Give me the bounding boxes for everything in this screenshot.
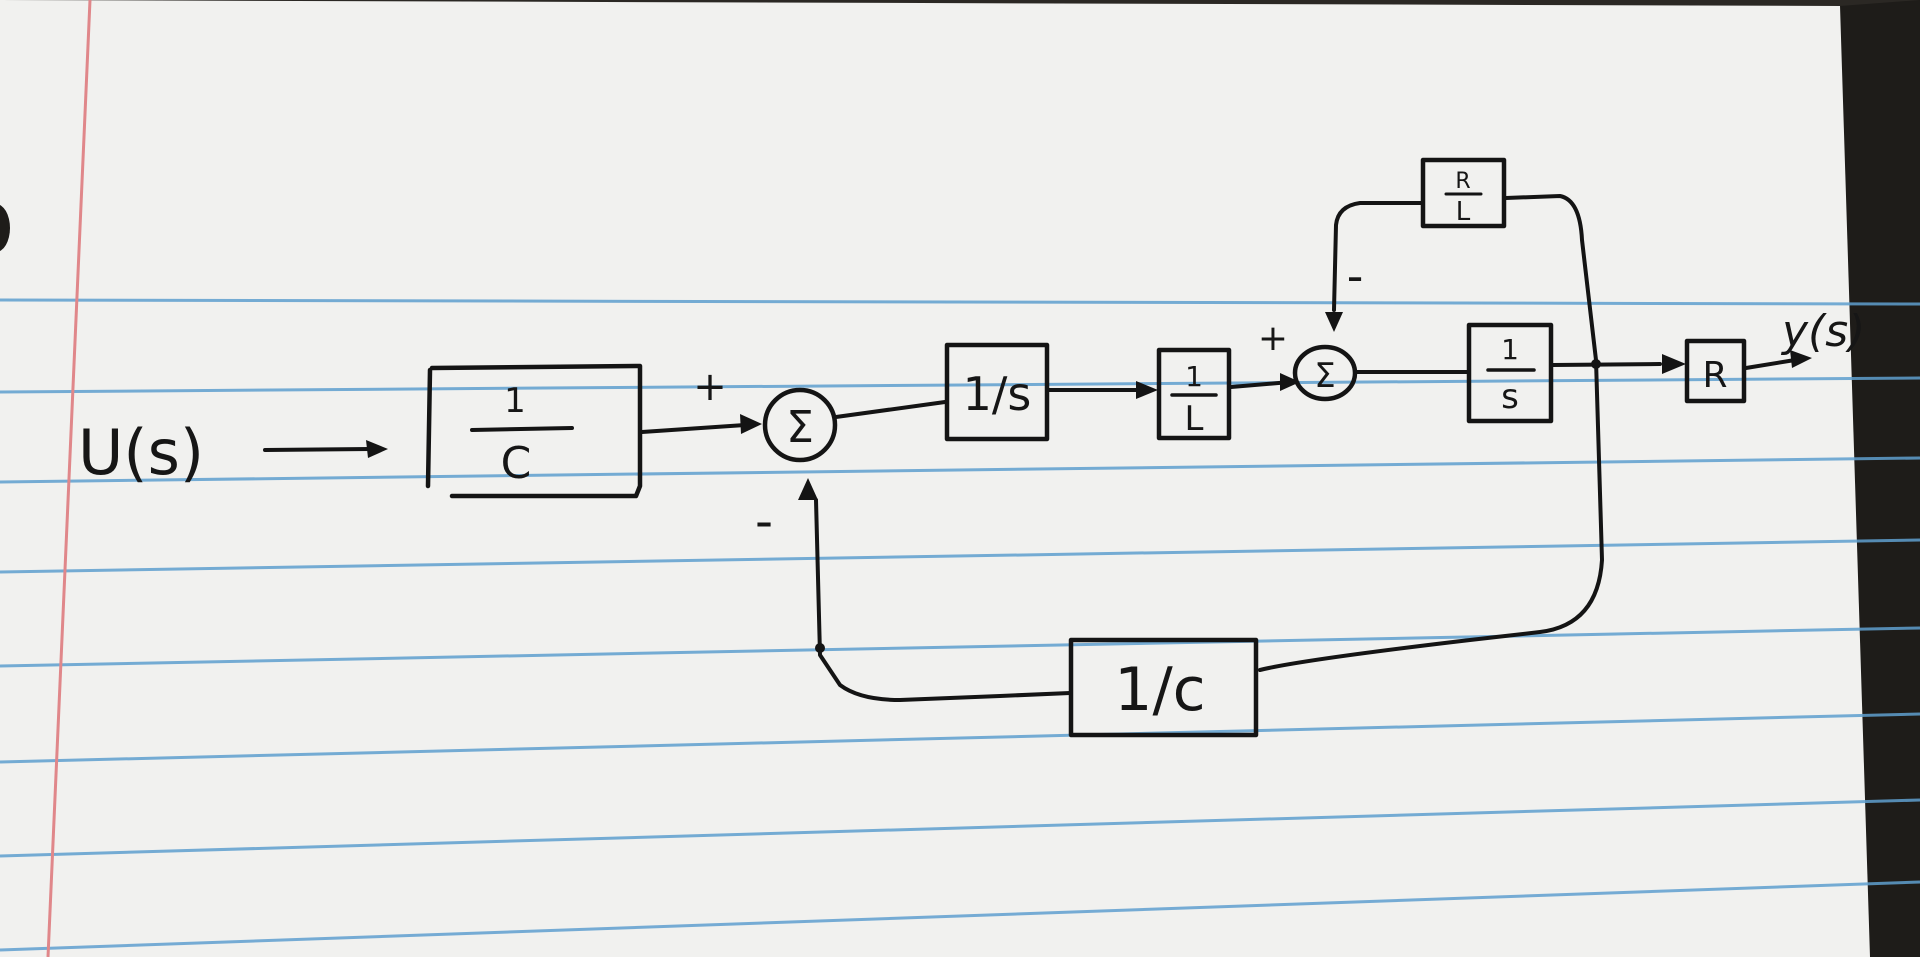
integrator-1-label: 1/s	[963, 367, 1032, 421]
block-output-gain	[1684, 338, 1747, 404]
sum-junction-1	[762, 387, 838, 463]
inductor-gain-denominator: L	[1185, 399, 1204, 439]
wire-gain-to-sum1	[640, 423, 747, 434]
feedback-c-label: 1/c	[1114, 655, 1205, 725]
inductor-gain-numerator: 1	[1185, 360, 1203, 393]
margin-line	[46, 0, 92, 957]
wire-rl-to-sum2	[1332, 201, 1424, 312]
arrow-output	[1790, 350, 1812, 368]
input-gain-numerator: 1	[504, 381, 526, 421]
sum-junction-1-symbol: Σ	[786, 402, 814, 453]
pickoff-node-output	[1591, 359, 1601, 369]
punch-hole	[0, 205, 10, 251]
sum-junction-1-minus-sign: -	[755, 492, 773, 550]
arrow-into-input-gain	[366, 440, 388, 458]
paper-shadow	[1840, 0, 1920, 957]
arrow-rl-into-sum2	[1325, 312, 1343, 332]
output-label: y(s)	[1780, 306, 1865, 357]
sum-junction-2-plus-sign: +	[1258, 318, 1288, 359]
ruled-lines	[0, 298, 1920, 952]
feedback-rl-numerator: R	[1455, 169, 1470, 194]
sum-junction-2-symbol: Σ	[1314, 356, 1335, 396]
wire-input	[263, 447, 372, 452]
wire-sum1-to-int1	[834, 400, 947, 419]
feedback-rl-denominator: L	[1456, 197, 1471, 227]
input-gain-fraction-bar	[470, 426, 574, 432]
sum-junction-2	[1292, 344, 1358, 402]
arrow-into-inductor-gain	[1136, 381, 1158, 399]
arrow-into-sum2	[1280, 373, 1300, 391]
output-gain-label: R	[1702, 355, 1727, 396]
arrow-into-sum1	[740, 414, 762, 434]
integrator-2-denominator: s	[1501, 377, 1519, 417]
wire-int2-to-R	[1551, 362, 1662, 367]
sum-junction-2-minus-sign: -	[1347, 249, 1364, 303]
wire-feedback-c	[814, 498, 1072, 702]
wire-R-to-output	[1744, 358, 1797, 370]
block-inductor-gain	[1156, 347, 1232, 441]
arrow-into-output-gain	[1662, 354, 1686, 374]
block-feedback-c	[1068, 637, 1259, 738]
wire-feedback-rl	[1258, 194, 1604, 672]
pickoff-node-feedback-c	[815, 643, 825, 653]
input-gain-denominator: C	[501, 438, 532, 489]
block-integrator-1	[944, 342, 1050, 442]
block-input-gain	[425, 363, 643, 499]
input-label: U(s)	[78, 416, 204, 489]
sum-junction-1-plus-sign: +	[693, 364, 727, 410]
arrow-feedback-into-sum1	[798, 478, 818, 500]
block-feedback-rl	[1420, 157, 1507, 229]
integrator-2-numerator: 1	[1501, 333, 1519, 366]
